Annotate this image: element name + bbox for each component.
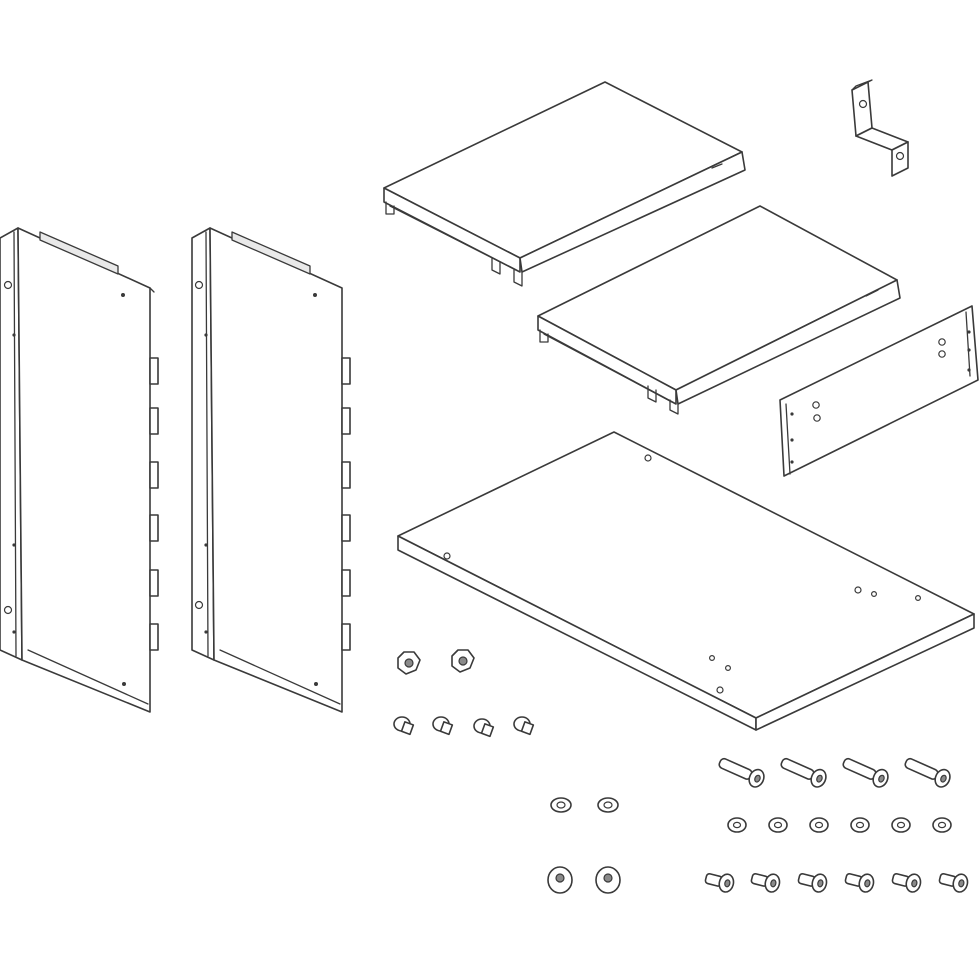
side-panel-left xyxy=(0,227,159,713)
short-bolt xyxy=(844,872,875,893)
long-bolts xyxy=(718,757,951,788)
large-washers xyxy=(547,866,621,894)
cage-nuts xyxy=(397,649,475,675)
side-panel-right-tabs xyxy=(341,357,351,651)
washer xyxy=(727,817,747,833)
long-bolt xyxy=(842,757,889,788)
long-bolt xyxy=(904,757,951,788)
washer xyxy=(768,817,788,833)
side-panel-left-tabs xyxy=(149,357,159,651)
washer xyxy=(932,817,952,833)
short-bolt xyxy=(797,872,828,893)
washer xyxy=(809,817,829,833)
cage-nut xyxy=(451,649,475,673)
small-screws xyxy=(393,716,535,738)
top-shelf-lower xyxy=(537,205,901,415)
small-screw xyxy=(393,716,415,736)
large-washer xyxy=(595,866,621,894)
short-bolt xyxy=(750,872,781,893)
washers-left xyxy=(550,797,619,813)
washer xyxy=(891,817,911,833)
short-bolt xyxy=(704,872,735,893)
short-bolt xyxy=(891,872,922,893)
washer xyxy=(597,797,619,813)
base-board xyxy=(397,431,975,731)
cage-nut xyxy=(397,651,421,675)
washer xyxy=(550,797,572,813)
side-panel-right xyxy=(191,227,351,713)
washer xyxy=(850,817,870,833)
top-shelf-upper xyxy=(383,81,746,287)
short-bolts xyxy=(704,872,969,893)
long-bolt xyxy=(718,757,765,788)
rear-strip xyxy=(779,305,979,477)
short-bolt xyxy=(938,872,969,893)
large-washer xyxy=(547,866,573,894)
washers-right xyxy=(727,817,952,833)
long-bolt xyxy=(780,757,827,788)
angle-bracket xyxy=(851,79,909,177)
small-screw xyxy=(432,716,454,736)
small-screw xyxy=(513,716,535,736)
small-screw xyxy=(473,718,495,738)
